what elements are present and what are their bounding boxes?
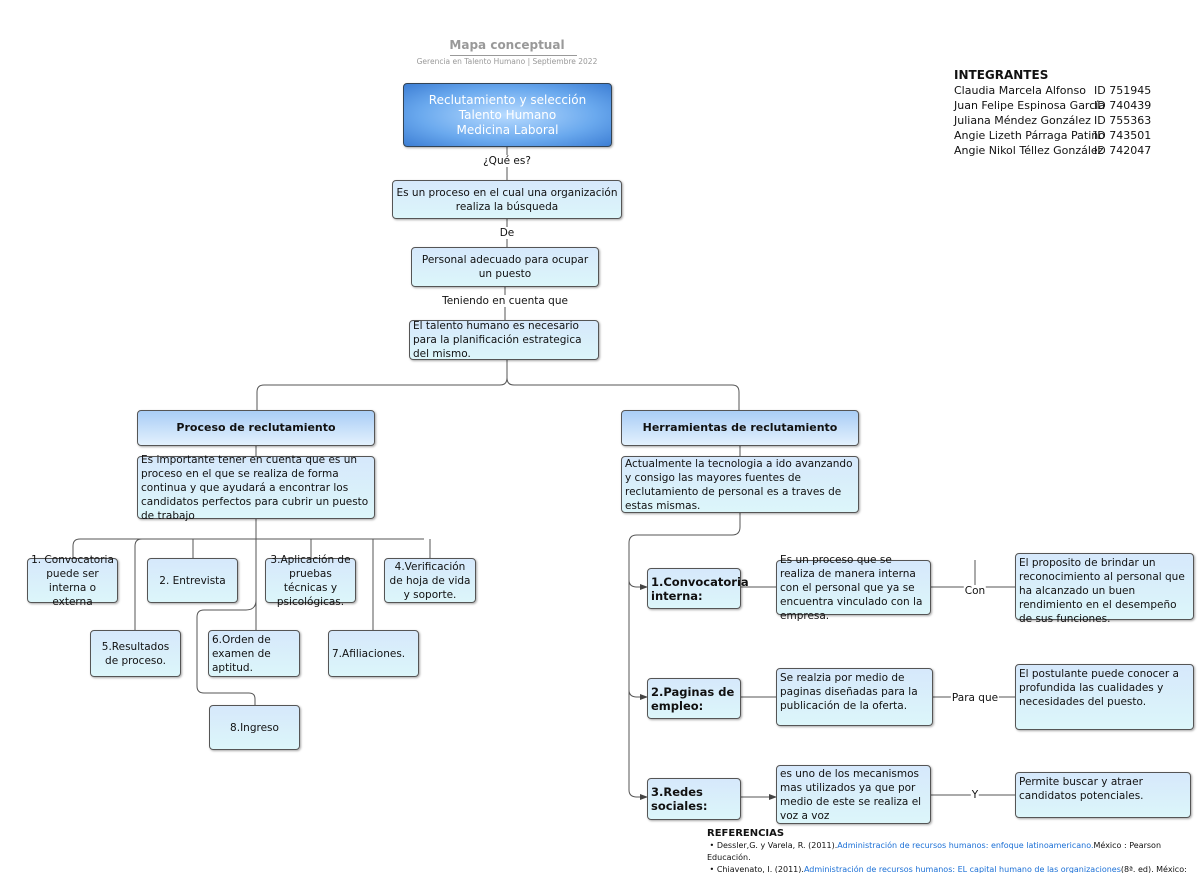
- ref-authors: Dessler,G. y Varela, R. (2011).: [716, 841, 838, 850]
- ref-work-link[interactable]: Administración de recursos humanos: EL c…: [803, 865, 1121, 873]
- team-member: Claudia Marcela Alfonso ID 751945: [954, 83, 1151, 98]
- tool-node: 1.Convocatoria interna:: [647, 568, 749, 609]
- tool-desc-node: Se realzia por medio de paginas diseñada…: [776, 668, 933, 726]
- link-label: Para que: [950, 692, 1000, 704]
- ref-publisher: México : Pearson Educación.: [707, 841, 1162, 862]
- tool-result-node: Permite buscar y atraer candidatos poten…: [1015, 772, 1191, 818]
- page-subtitle: Gerencia en Talento Humano | Septiembre …: [416, 57, 598, 66]
- tool-result-node: El proposito de brindar un reconocimient…: [1015, 553, 1194, 625]
- ref-publisher: (8ª. ed). México: McGraw-Hill.: [1120, 865, 1187, 873]
- tool-node: 2.Paginas de empleo:: [647, 678, 741, 719]
- member-id: ID 742047: [1094, 144, 1152, 157]
- step-node: 8.Ingreso: [209, 705, 300, 750]
- definition-node: Es un proceso en el cual una organizació…: [392, 180, 622, 219]
- root-subtitle: Medicina Laboral: [456, 122, 559, 137]
- member-name: Juliana Méndez González: [954, 114, 1091, 127]
- tool-result-node: El postulante puede conocer a profundida…: [1015, 664, 1194, 730]
- link-label: Teniendo en cuenta que: [441, 295, 569, 307]
- reference-item: • Chiavenato, I. (2011).Administración d…: [707, 864, 1200, 873]
- team-list: INTEGRANTES Claudia Marcela Alfonso ID 75…: [954, 68, 1151, 158]
- member-name: Claudia Marcela Alfonso: [954, 84, 1086, 97]
- step-node: 6.Orden de examen de aptitud.: [208, 630, 300, 677]
- member-id: ID 755363: [1094, 114, 1152, 127]
- personnel-node: Personal adecuado para ocupar un puesto: [411, 247, 599, 287]
- references-title: REFERENCIAS: [707, 828, 785, 839]
- member-name: Angie Lizeth Párraga Patiño: [954, 129, 1105, 142]
- step-node: 2. Entrevista: [147, 558, 238, 603]
- step-node: 5.Resultados de proceso.: [90, 630, 181, 677]
- steps-connector: [72, 519, 431, 705]
- link-label: ¿Qué es?: [482, 155, 532, 167]
- talent-node: El talento humano es necesario para la p…: [409, 320, 599, 360]
- link-label: Con: [963, 585, 987, 597]
- tool-desc-node: Es un proceso que se realiza de manera i…: [776, 554, 931, 622]
- member-id: ID 743501: [1094, 129, 1152, 142]
- root-title: Reclutamiento y selección Talento Humano: [428, 92, 587, 122]
- root-node: Reclutamiento y selección Talento Humano…: [403, 83, 612, 147]
- page-title: Mapa conceptual: [449, 38, 565, 52]
- tools-title-node: Herramientas de reclutamiento: [621, 410, 859, 446]
- member-id: ID 740439: [1094, 99, 1152, 112]
- tool-desc-node: es uno de los mecanismos mas utilizados …: [776, 765, 931, 824]
- link-label: Y: [970, 789, 980, 801]
- tools-desc-node: Actualmente la tecnologia a ido avanzand…: [621, 456, 859, 513]
- process-desc-node: Es importante tener en cuenta que es un …: [137, 454, 375, 522]
- branch-connector: [256, 360, 740, 410]
- member-id: ID 751945: [1094, 84, 1152, 97]
- member-name: Juan Felipe Espinosa García: [954, 99, 1106, 112]
- reference-item: • Dessler,G. y Varela, R. (2011).Adminis…: [707, 841, 1162, 862]
- tool-node: 3.Redes sociales:: [647, 778, 741, 820]
- process-title-node: Proceso de reclutamiento: [137, 410, 375, 446]
- member-name: Angie Nikol Téllez González: [954, 144, 1104, 157]
- step-node: 4.Verificación de hoja de vida y soporte…: [384, 558, 476, 603]
- ref-authors: Chiavenato, I. (2011).: [716, 865, 804, 873]
- step-node: 7.Afiliaciones.: [328, 630, 419, 677]
- step-node: 1. Convocatoria puede ser interna o exte…: [27, 554, 118, 608]
- step-node: 3.Aplicación de pruebas técnicas y psico…: [265, 554, 356, 608]
- ref-work-link[interactable]: Administración de recursos humanos: enfo…: [837, 841, 1094, 850]
- references: REFERENCIAS • Dessler,G. y Varela, R. (2…: [707, 828, 1200, 873]
- title-underline: [450, 55, 577, 56]
- team-title: INTEGRANTES: [954, 68, 1049, 82]
- link-label: De: [498, 227, 516, 239]
